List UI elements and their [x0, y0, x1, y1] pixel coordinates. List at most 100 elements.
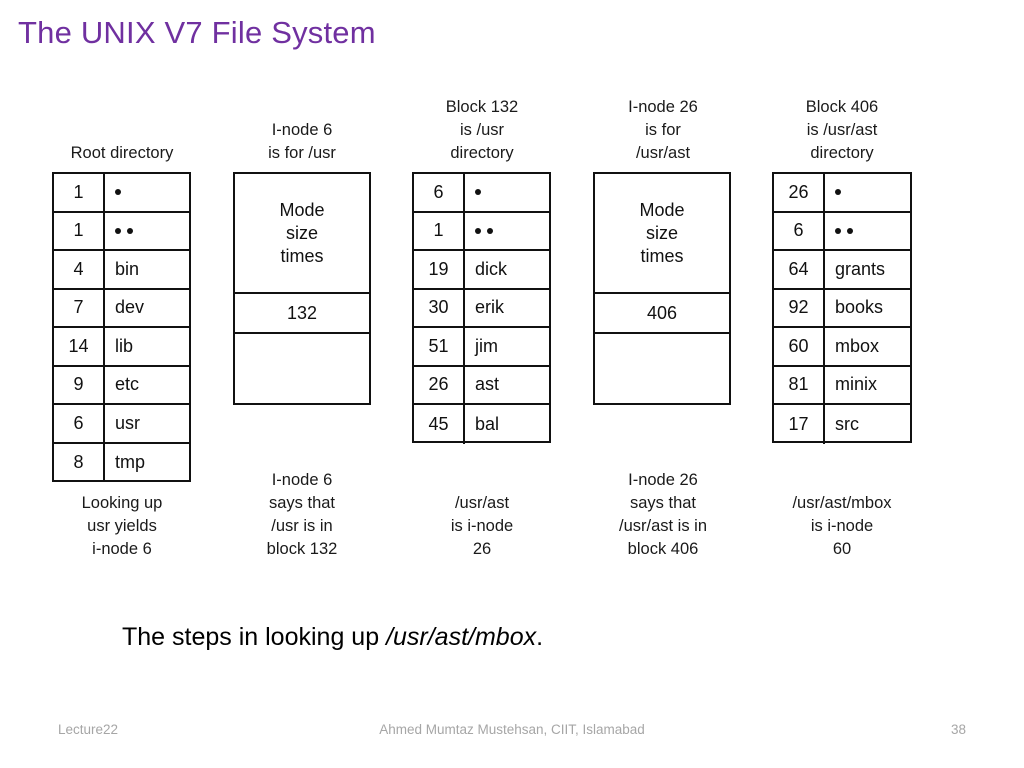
- inode-number-cell: 64: [774, 251, 825, 288]
- inode-attr-size: size: [285, 222, 318, 243]
- inode-number-cell: 1: [54, 174, 105, 211]
- dotdot-glyph: [115, 213, 133, 250]
- dot-glyph: [115, 174, 121, 211]
- table-row: 30 erik: [414, 289, 549, 328]
- table-row: 9 etc: [54, 366, 189, 405]
- inode-attr-size: size: [645, 222, 678, 243]
- file-name-cell: src: [835, 413, 859, 434]
- unix-v7-lookup-diagram: Root directory 1 1 4 bin 7 dev 14 lib: [0, 0, 1024, 600]
- inode-number-cell: 17: [774, 405, 825, 444]
- directory-table-block-132: 6 1 19 dick 30 erik 51 jim 26 ast: [412, 172, 551, 444]
- footer-lecture-label: Lecture22: [58, 722, 119, 737]
- inode-empty-cell: [595, 334, 729, 403]
- file-name-cell: [105, 174, 189, 211]
- file-name-cell: bal: [475, 413, 500, 434]
- column-heading-inode-26: I-node 26 is for /usr/ast: [628, 98, 698, 162]
- inode-attributes-cell: Mode size times: [235, 174, 369, 294]
- inode-attributes-cell: Mode size times: [595, 174, 729, 294]
- inode-number-cell: 26: [774, 174, 825, 211]
- directory-table-block-406: 26 6 64 grants 92 books 60 mbox 81 minix: [772, 172, 912, 444]
- table-row: 92 books: [774, 289, 910, 328]
- file-name-cell: [825, 213, 910, 250]
- inode-number-cell: 26: [414, 366, 465, 403]
- table-row: 26: [774, 174, 910, 213]
- file-name-cell: [825, 174, 910, 211]
- file-name-cell: erik: [475, 297, 505, 318]
- inode-attr-times: times: [280, 245, 324, 266]
- inode-number-cell: 92: [774, 289, 825, 326]
- inode-number-cell: 45: [414, 405, 465, 444]
- directory-table-root: 1 1 4 bin 7 dev 14 lib 9 etc: [52, 172, 191, 482]
- table-row: 19 dick: [414, 251, 549, 290]
- table-row: 8 tmp: [54, 443, 189, 482]
- column-caption-block-132: /usr/ast is i-node 26: [450, 494, 514, 558]
- inode-number-cell: 1: [414, 212, 465, 249]
- file-name-cell: jim: [475, 335, 498, 356]
- file-name-cell: dev: [115, 297, 145, 318]
- column-heading-root-directory: Root directory: [70, 144, 174, 162]
- dot-glyph: [835, 174, 841, 211]
- dot-glyph: [475, 174, 481, 211]
- file-name-cell: bin: [115, 258, 140, 279]
- table-row: 6: [414, 174, 549, 213]
- file-name-cell: dick: [475, 258, 508, 279]
- inode-number-cell: 1: [54, 212, 105, 249]
- inode-number-cell: 19: [414, 251, 465, 288]
- inode-number-cell: 51: [414, 328, 465, 365]
- column-heading-block-406: Block 406 is /usr/ast directory: [805, 98, 879, 162]
- inode-number-cell: 60: [774, 328, 825, 365]
- table-row: 26 ast: [414, 366, 549, 405]
- file-name-cell: [105, 213, 189, 250]
- inode-block-pointer-cell: 132: [235, 294, 369, 334]
- inode-number-cell: 14: [54, 328, 105, 365]
- inode-number-cell: 6: [54, 405, 105, 442]
- column-caption-root-directory: Looking up usr yields i-node 6: [81, 494, 163, 558]
- dotdot-glyph: [475, 213, 493, 250]
- column-caption-block-406: /usr/ast/mbox is i-node 60: [792, 494, 892, 558]
- file-name-cell: tmp: [115, 452, 146, 473]
- table-row: 51 jim: [414, 328, 549, 367]
- inode-number-cell: 4: [54, 251, 105, 288]
- inode-number-cell: 9: [54, 366, 105, 403]
- figure-caption-suffix: .: [536, 623, 544, 651]
- file-name-cell: grants: [835, 258, 886, 279]
- file-name-cell: [465, 213, 549, 250]
- column-heading-inode-6: I-node 6 is for /usr: [268, 121, 336, 162]
- table-row: 6 usr: [54, 405, 189, 444]
- dotdot-glyph: [835, 213, 853, 250]
- inode-number-cell: 6: [774, 212, 825, 249]
- inode-number-cell: 81: [774, 366, 825, 403]
- column-heading-block-132: Block 132 is /usr directory: [445, 98, 519, 162]
- table-row: 14 lib: [54, 328, 189, 367]
- footer-author-label: Ahmed Mumtaz Mustehsan, CIIT, Islamabad: [379, 722, 645, 737]
- inode-empty-cell: [235, 334, 369, 403]
- file-name-cell: lib: [115, 335, 134, 356]
- inode-number-cell: 6: [414, 174, 465, 211]
- table-row: 17 src: [774, 405, 910, 444]
- column-caption-inode-6: I-node 6 says that /usr is in block 132: [266, 471, 338, 558]
- figure-caption-prefix: The steps in looking up: [122, 623, 387, 651]
- inode-number-cell: 7: [54, 289, 105, 326]
- table-row: 45 bal: [414, 405, 549, 444]
- file-name-cell: mbox: [835, 335, 880, 356]
- inode-attr-mode: Mode: [279, 199, 325, 220]
- inode-block-pointer-cell: 406: [595, 294, 729, 334]
- table-row: 81 minix: [774, 366, 910, 405]
- inode-number-cell: 30: [414, 289, 465, 326]
- inode-number-cell: 8: [54, 443, 105, 482]
- table-row: 60 mbox: [774, 328, 910, 367]
- file-name-cell: etc: [115, 374, 140, 395]
- file-name-cell: [465, 174, 549, 211]
- file-name-cell: usr: [115, 412, 141, 433]
- table-row: 1: [54, 212, 189, 251]
- table-row: 7 dev: [54, 289, 189, 328]
- figure-caption: The steps in looking up /usr/ast/mbox.: [122, 620, 543, 654]
- inode-attr-mode: Mode: [639, 199, 685, 220]
- table-row: 1: [414, 212, 549, 251]
- table-row: 1: [54, 174, 189, 213]
- inode-attr-times: times: [640, 245, 684, 266]
- file-name-cell: minix: [835, 374, 878, 395]
- table-row: 4 bin: [54, 251, 189, 290]
- slide-footer: Lecture22 Ahmed Mumtaz Mustehsan, CIIT, …: [0, 722, 1024, 746]
- footer-page-number: 38: [950, 722, 966, 737]
